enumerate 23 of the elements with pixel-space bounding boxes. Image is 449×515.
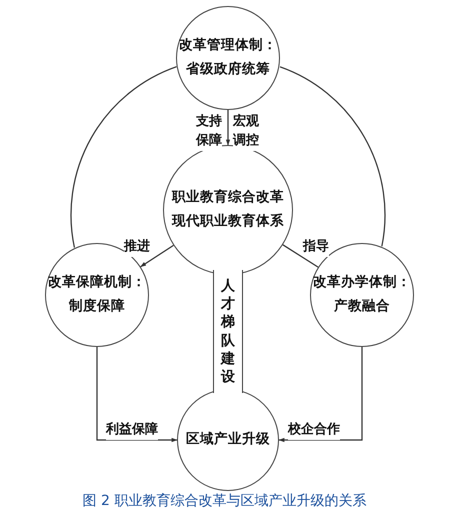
arc-connector — [280, 66, 386, 246]
arrow — [140, 244, 174, 268]
heading-text: 改革管理体制： — [179, 36, 277, 56]
heading-text: 改革办学体制： — [313, 273, 411, 292]
heading-text: 职业教育综合改革 — [172, 188, 284, 208]
edge-label: 校企合作 — [288, 421, 340, 440]
edge-label: 支持保障 — [196, 113, 222, 151]
edge-label: 利益保障 — [106, 421, 158, 440]
vertical-text: 人才梯队建设 — [221, 276, 235, 386]
arrow — [278, 347, 363, 442]
annotation-text: 宏观调控 — [233, 113, 259, 151]
edge-label: 推进 — [124, 238, 150, 257]
body-text: 省级政府统筹 — [186, 60, 270, 79]
arrow — [96, 347, 178, 442]
figure-caption: 图 2 职业教育综合改革与区域产业升级的关系 — [82, 492, 368, 510]
edge-label: 指导 — [303, 238, 329, 257]
arrow — [226, 110, 230, 146]
body-text: 产教融合 — [334, 297, 390, 316]
arc-connector — [70, 66, 177, 248]
node-text: 区域产业升级 — [186, 430, 270, 450]
heading-text: 改革保障机制： — [48, 273, 146, 292]
body-text: 现代职业教育体系 — [172, 212, 284, 231]
body-text: 制度保障 — [69, 297, 125, 316]
